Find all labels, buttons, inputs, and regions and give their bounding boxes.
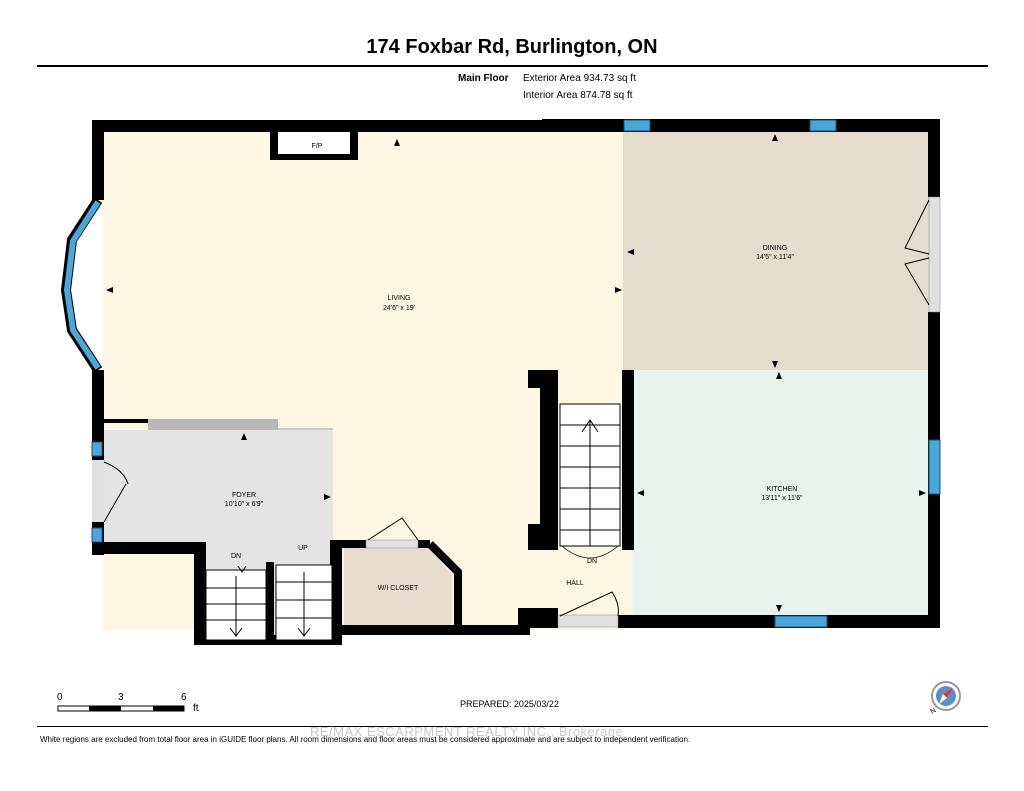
dining-room bbox=[623, 130, 930, 370]
kitchen bbox=[633, 370, 930, 615]
brokerage-watermark: RE/MAX ESCARPMENT REALTY INC., Brokerage bbox=[310, 724, 624, 739]
dining-name: DINING bbox=[763, 245, 788, 252]
living-dims: 24'6" x 19' bbox=[383, 305, 415, 312]
scale-tick-6: 6 bbox=[181, 692, 187, 703]
interior-area: Interior Area 874.78 sq ft bbox=[523, 90, 633, 101]
windows bbox=[91, 119, 941, 628]
bay-window-glass bbox=[63, 200, 101, 370]
exterior-area: Exterior Area 934.73 sq ft bbox=[523, 73, 636, 84]
foyer-name: FOYER bbox=[232, 492, 256, 499]
scale-unit: ft bbox=[193, 703, 199, 714]
living-name: LIVING bbox=[388, 295, 411, 302]
walk-in-closet bbox=[344, 548, 452, 628]
bay-floor bbox=[68, 200, 103, 370]
foyer-stairs-up: UP bbox=[298, 545, 308, 552]
title-divider bbox=[37, 65, 988, 67]
svg-text:N: N bbox=[930, 707, 938, 716]
dining-dims: 14'5" x 11'4" bbox=[756, 254, 794, 261]
scale-tick-0: 0 bbox=[57, 692, 63, 703]
foyer-dims: 10'10" x 6'9" bbox=[225, 501, 264, 508]
scale-bar bbox=[57, 705, 185, 712]
dimension-arrows bbox=[106, 134, 926, 612]
hall-name: HALL bbox=[566, 580, 584, 587]
foyer-stairs-dn: DN bbox=[231, 553, 241, 560]
foyer bbox=[103, 430, 333, 552]
hall-stairs bbox=[559, 403, 621, 559]
hall-stairs-dn: DN bbox=[587, 558, 597, 565]
prepared-date: PREPARED: 2025/03/22 bbox=[460, 699, 559, 709]
closet-name: W/I CLOSET bbox=[378, 585, 419, 592]
page-title: 174 Foxbar Rd, Burlington, ON bbox=[366, 36, 658, 58]
kitchen-dims: 13'11" x 11'6" bbox=[761, 495, 803, 502]
foyer-stairs bbox=[205, 564, 333, 641]
north-compass-icon: N bbox=[930, 681, 961, 716]
fireplace-label: F/P bbox=[312, 143, 323, 150]
door-swings bbox=[103, 199, 930, 617]
kitchen-name: KITCHEN bbox=[767, 486, 798, 493]
floor-name: Main Floor bbox=[458, 73, 509, 84]
scale-tick-3: 3 bbox=[118, 692, 124, 703]
walls bbox=[92, 119, 940, 645]
disclaimer: White regions are excluded from total fl… bbox=[40, 735, 691, 744]
